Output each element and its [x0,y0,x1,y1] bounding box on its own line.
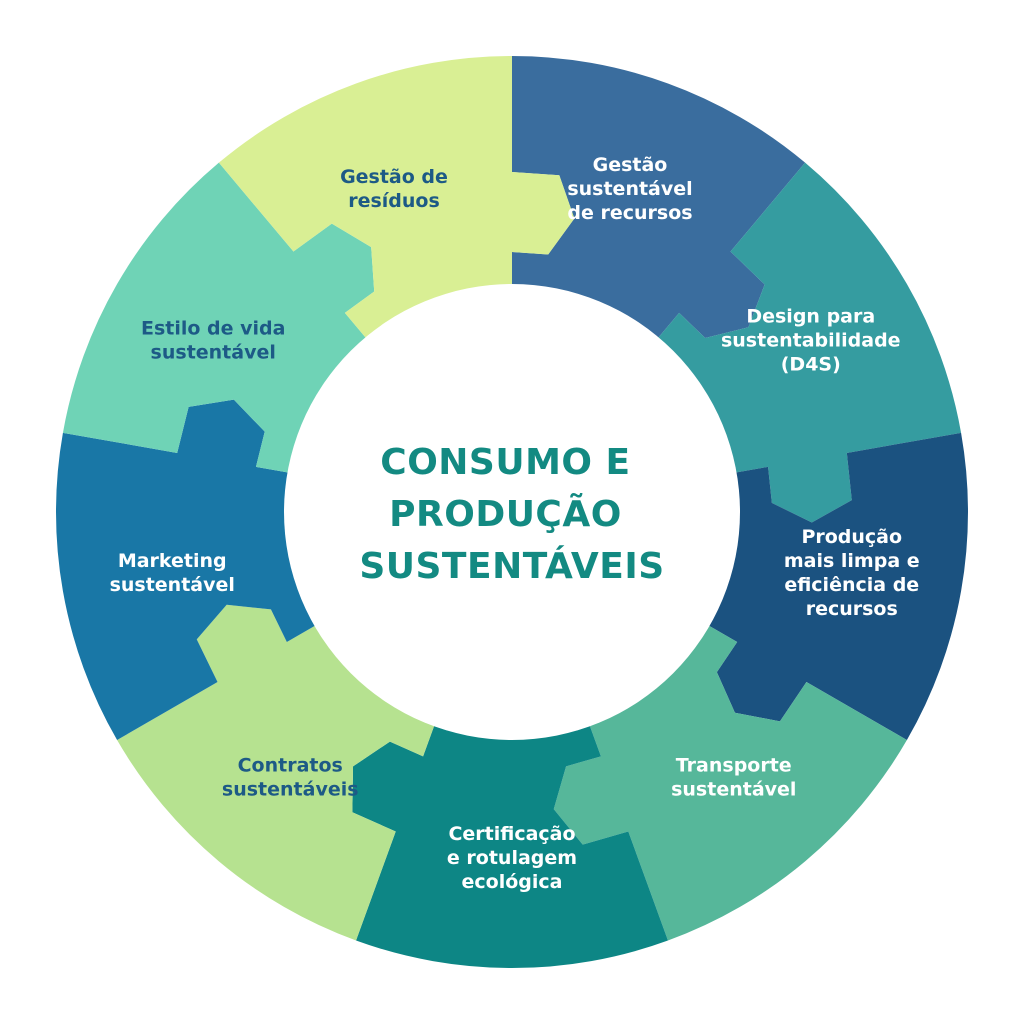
segment-gestao-de-residuos-label-line-1: Gestão de [340,166,448,188]
center-title-line-3: SUSTENTÁVEIS [359,545,664,587]
segment-transporte-sustentavel-label-line-2: sustentável [671,778,796,800]
center-title: CONSUMO E PRODUÇÃO SUSTENTÁVEIS [359,442,664,587]
segment-gestao-sustentavel-de-recursos [512,56,806,359]
segment-gestao-de-residuos-label-line-2: resíduos [348,190,440,212]
segment-gestao-de-residuos [218,56,575,359]
segment-estilo-de-vida-sustentavel [62,162,384,478]
segment-gestao-sustentavel-de-recursos-label-line-3: de recursos [567,202,692,224]
segment-producao-mais-limpa-label-line-3: eficiência de [784,574,919,596]
segment-design-para-sustentabilidade-label-line-1: Design para [746,306,875,328]
segment-marketing-sustentavel-label-line-2: sustentável [110,574,235,596]
segment-certificacao-e-rotulagem-label-line-3: ecológica [462,871,563,893]
segment-design-para-sustentabilidade-label-line-3: (D4S) [781,354,841,376]
center-title-line-2: PRODUÇÃO [389,493,622,535]
segment-estilo-de-vida-sustentavel-label-line-1: Estilo de vida [141,318,286,340]
segment-design-para-sustentabilidade-label-line-2: sustentabilidade [721,330,901,352]
center-circle [284,284,740,740]
segment-estilo-de-vida-sustentavel-label-line-2: sustentável [151,342,276,364]
segment-marketing-sustentavel [55,399,339,740]
segment-transporte-sustentavel-label-line-1: Transporte [676,754,792,776]
segment-contratos-sustentaveis [117,604,444,941]
segment-producao-mais-limpa-label-line-1: Produção [801,526,902,548]
segment-contratos-sustentaveis-label-line-1: Contratos [238,754,343,776]
center-title-line-1: CONSUMO E [380,442,630,483]
segment-producao-mais-limpa [685,432,968,740]
segment-producao-mais-limpa-label-line-4: recursos [806,598,898,620]
segment-certificacao-e-rotulagem [352,699,668,968]
segment-contratos-sustentaveis-label-line-2: sustentáveis [222,778,359,800]
segment-certificacao-e-rotulagem-label-line-2: e rotulagem [447,847,577,869]
segment-gestao-sustentavel-de-recursos-label-line-1: Gestão [593,154,668,176]
segment-certificacao-e-rotulagem-label-line-1: Certificação [448,823,575,845]
segment-marketing-sustentavel-label-line-1: Marketing [118,550,227,572]
segment-gestao-sustentavel-de-recursos-label-line-2: sustentável [567,178,692,200]
segment-producao-mais-limpa-label-line-2: mais limpa e [784,550,920,572]
